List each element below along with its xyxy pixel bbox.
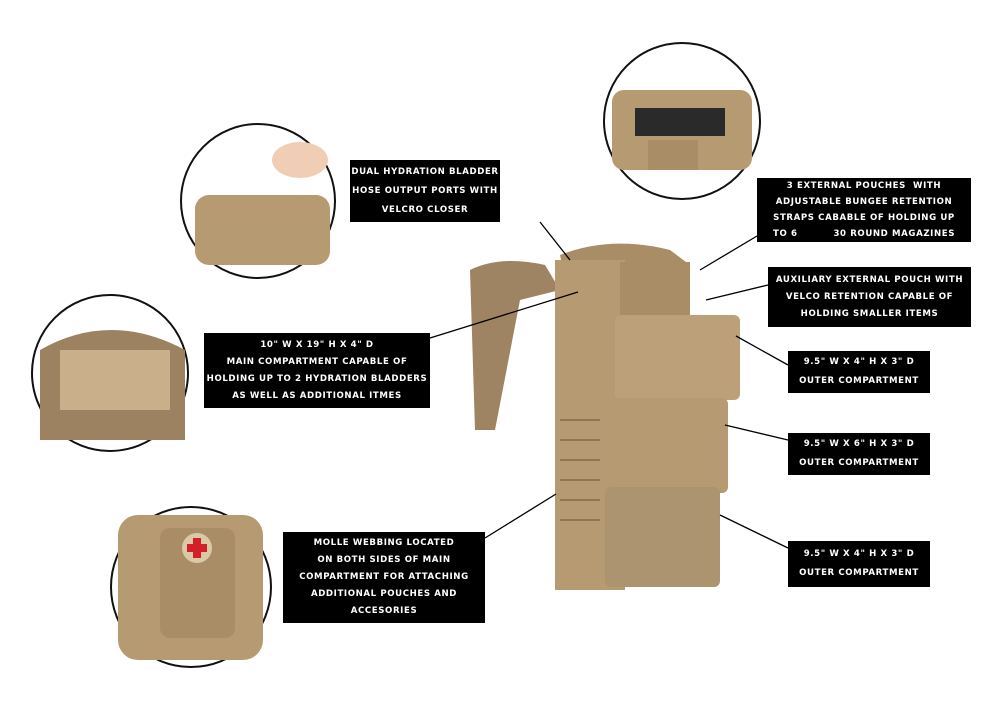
label-line: 10" W X 19" H X 4" D [260, 339, 374, 350]
detail-circle-magazine-pouches [603, 42, 761, 200]
label-line: STRAPS CABABLE OF HOLDING UP [773, 213, 955, 223]
label-line: ON BOTH SIDES OF MAIN [317, 555, 451, 565]
label-external-pouches: 3 EXTERNAL POUCHES WITH ADJUSTABLE BUNGE… [757, 178, 971, 242]
detail-circle-main-compartment [31, 294, 189, 452]
label-line: ADDITIONAL POUCHES AND [310, 589, 458, 599]
label-outer-compartment-middle: 9.5" W X 6" H X 3" D OUTER COMPARTMENT [788, 433, 930, 475]
label-molle-webbing: MOLLE WEBBING LOCATED ON BOTH SIDES OF M… [283, 532, 485, 623]
label-hydration-ports: DUAL HYDRATION BLADDER HOSE OUTPUT PORTS… [350, 160, 500, 222]
label-line: MOLLE WEBBING LOCATED [313, 538, 455, 548]
label-main-compartment: 10" W X 19" H X 4" D MAIN COMPARTMENT CA… [204, 333, 430, 408]
label-line: 9.5" W X 6" H X 3" D [803, 439, 915, 449]
label-line: OUTER COMPARTMENT [799, 458, 919, 468]
label-line: ADJUSTABLE BUNGEE RETENTION [775, 197, 953, 207]
backpack-image [470, 243, 740, 590]
label-line: AS WELL AS ADDITIONAL ITMES [232, 390, 402, 401]
label-line: 3 EXTERNAL POUCHES WITH [786, 181, 942, 191]
label-line: ACCESORIES [350, 606, 418, 616]
label-line: 9.5" W X 4" H X 3" D [803, 357, 915, 367]
label-line: DUAL HYDRATION BLADDER [351, 166, 499, 177]
label-line: HOLDING SMALLER ITEMS [800, 308, 939, 319]
label-line: HOLDING UP TO 2 HYDRATION BLADDERS [206, 373, 428, 384]
label-outer-compartment-bottom: 9.5" W X 4" H X 3" D OUTER COMPARTMENT [788, 541, 930, 587]
label-line: OUTER COMPARTMENT [799, 568, 919, 578]
detail-circle-first-aid-pouch [110, 506, 272, 668]
label-line: VELCO RETENTION CAPABLE OF [785, 291, 954, 302]
label-line: 9.5" W X 4" H X 3" D [803, 549, 915, 559]
label-line: HOSE OUTPUT PORTS WITH [352, 185, 498, 196]
label-auxiliary-pouch: AUXILIARY EXTERNAL POUCH WITH VELCO RETE… [768, 267, 971, 327]
label-outer-compartment-top: 9.5" W X 4" H X 3" D OUTER COMPARTMENT [788, 351, 930, 393]
label-line: TO 6 30 ROUND MAGAZINES [772, 229, 955, 239]
label-line: OUTER COMPARTMENT [799, 376, 919, 386]
label-line: AUXILIARY EXTERNAL POUCH WITH [775, 274, 964, 285]
label-line: VELCRO CLOSER [381, 204, 469, 215]
leader-lines [429, 221, 789, 549]
detail-circle-hose-port [180, 123, 336, 279]
label-line: MAIN COMPARTMENT CAPABLE OF [226, 356, 408, 367]
label-line: COMPARTMENT FOR ATTACHING [299, 572, 469, 582]
